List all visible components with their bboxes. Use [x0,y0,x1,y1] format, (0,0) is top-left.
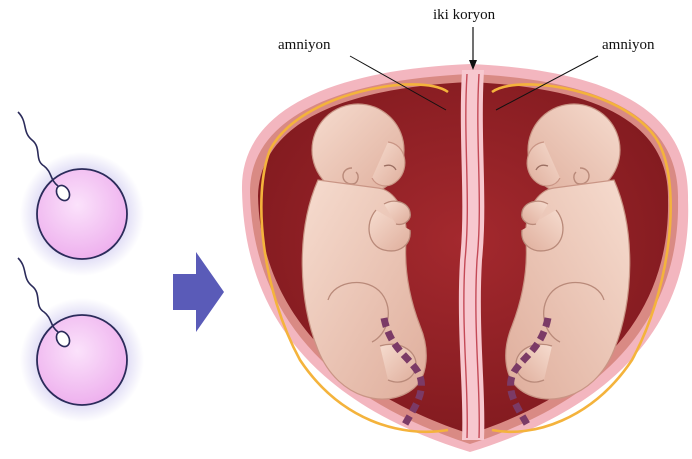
label-chorion: iki koryon [433,8,495,23]
label-right-amnion: amniyon [602,38,655,53]
arrow-right-icon [173,252,224,332]
egg-bottom [20,298,144,422]
egg-top [20,152,144,276]
chorion-septum [459,70,484,440]
label-left-amnion: amniyon [278,38,331,53]
